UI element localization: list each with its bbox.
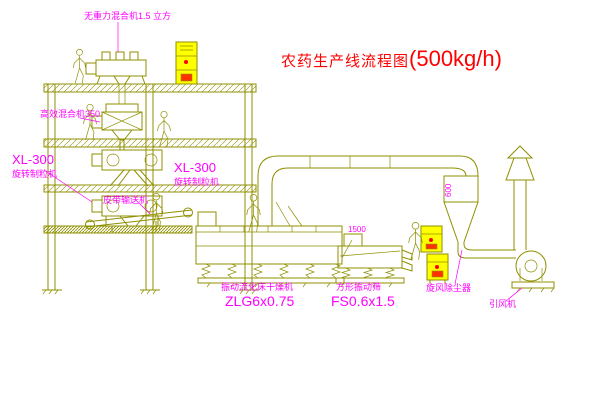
label-dryer-model: ZLG6x0.75 xyxy=(225,293,295,309)
control-box-upper xyxy=(420,225,443,253)
label-dryer-name: 振动流化床干燥机 xyxy=(221,282,294,292)
induced-draft-fan xyxy=(511,250,555,293)
label-high-efficiency-mixer: 高效混合机350 xyxy=(40,109,101,119)
label-granulator-left-model: XL-300 xyxy=(12,152,54,167)
rotary-granulator-upper xyxy=(91,149,163,187)
label-screen-name: 方形振动筛 xyxy=(336,282,382,292)
label-granulator-left-name: 旋转制粒机 xyxy=(12,169,58,179)
title-capacity: (500kg/h) xyxy=(409,46,502,71)
belt-conveyor xyxy=(85,207,193,232)
label-granulator-mid-name: 旋转制粒机 xyxy=(174,177,220,187)
dimension-1500: 1500 xyxy=(348,225,366,234)
label-granulator-mid-model: XL-300 xyxy=(174,160,216,175)
vibrating-screen xyxy=(335,233,413,288)
dimension-600: 600 xyxy=(444,183,453,197)
control-cabinet xyxy=(175,41,198,85)
cyclone-separator xyxy=(443,175,516,259)
building-frame xyxy=(42,83,259,295)
label-cyclone: 旋风除尘器 xyxy=(426,283,472,293)
title-text: 农药生产线流程图 xyxy=(281,53,410,70)
control-box-lower xyxy=(426,253,449,284)
rotary-granulator-lower xyxy=(91,195,163,227)
label-screen-model: FS0.6x1.5 xyxy=(331,293,395,309)
label-gravity-mixer: 无重力混合机1.5 立方 xyxy=(84,11,172,21)
fluid-bed-dryer xyxy=(195,211,345,288)
high-efficiency-mixer xyxy=(91,103,143,150)
label-fan: 引风机 xyxy=(489,299,517,309)
exhaust-stack xyxy=(505,145,535,250)
leader-lines xyxy=(43,22,523,302)
worker-figure xyxy=(72,48,87,84)
worker-figure xyxy=(408,221,423,261)
label-belt-conveyor: 皮带输送机 xyxy=(103,195,149,205)
gravity-mixer xyxy=(85,51,147,104)
diagram-title: 农药生产线流程图(500kg/h) xyxy=(281,46,502,72)
exhaust-duct xyxy=(257,155,479,227)
